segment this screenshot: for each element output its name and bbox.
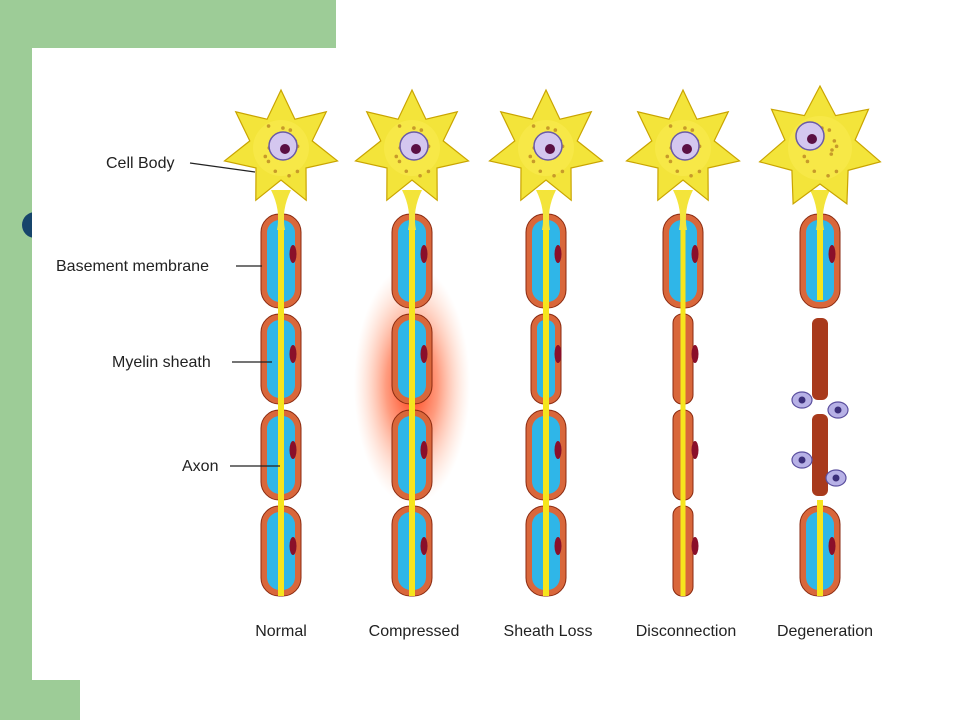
nissl-granule <box>683 126 687 130</box>
nissl-granule <box>552 173 556 178</box>
nucleolus <box>545 144 555 154</box>
label-axon: Axon <box>182 458 218 475</box>
nissl-granule <box>394 154 399 159</box>
nissl-granule <box>528 154 533 159</box>
nucleolus <box>280 144 290 154</box>
macrophage-nucleus <box>798 456 806 464</box>
schwann-nucleus <box>828 537 836 555</box>
nissl-granule <box>287 173 291 178</box>
schwann-nucleus <box>691 245 699 263</box>
caption-compressed: Compressed <box>369 623 460 640</box>
nissl-granule <box>690 128 695 132</box>
schwann-nucleus <box>828 245 836 263</box>
axon-hillock <box>673 190 693 230</box>
nissl-granule <box>697 169 702 174</box>
caption-degeneration: Degeneration <box>777 623 873 640</box>
nissl-granule <box>802 154 807 159</box>
slide-accent-top <box>0 0 336 48</box>
neuron-2 <box>354 88 470 597</box>
nissl-granule <box>812 169 817 174</box>
macrophage-nucleus <box>832 474 840 482</box>
caption-disconnection: Disconnection <box>636 623 737 640</box>
schwann-nucleus <box>691 441 699 459</box>
nissl-granule <box>397 124 402 128</box>
schwann-nucleus <box>554 345 562 363</box>
macrophage-nucleus <box>834 406 842 414</box>
neuron-5 <box>758 84 882 597</box>
nissl-granule <box>263 154 268 159</box>
schwann-nucleus <box>554 441 562 459</box>
neurons-layer <box>223 84 882 597</box>
schwann-nucleus <box>554 537 562 555</box>
nissl-granule <box>546 126 550 130</box>
schwann-nucleus <box>420 537 428 555</box>
nissl-granule <box>830 148 834 152</box>
nissl-granule <box>412 126 416 130</box>
schwann-nucleus <box>289 441 297 459</box>
slide-accent-bottom <box>0 680 80 720</box>
neuron-3 <box>488 88 604 597</box>
schwann-nucleus <box>420 345 428 363</box>
axon-hillock <box>810 190 830 230</box>
schwann-nucleus <box>691 345 699 363</box>
nissl-granule <box>397 159 402 164</box>
nissl-granule <box>531 159 536 164</box>
nissl-granule <box>531 124 536 128</box>
nissl-granule <box>827 128 832 132</box>
leader-cell-body <box>189 162 256 173</box>
nissl-granule <box>665 154 670 159</box>
nissl-granule <box>668 159 673 164</box>
nissl-granule <box>295 169 300 174</box>
nissl-granule <box>689 173 693 178</box>
label-cell-body: Cell Body <box>106 155 174 172</box>
nissl-granule <box>553 128 558 132</box>
nissl-granule <box>668 124 673 128</box>
axon-hillock <box>271 190 291 230</box>
nucleolus <box>411 144 421 154</box>
nucleolus <box>682 144 692 154</box>
schwann-nucleus <box>691 537 699 555</box>
fragmented-segment <box>812 414 828 496</box>
nissl-granule <box>426 169 431 174</box>
nissl-granule <box>826 173 830 178</box>
axon-hillock <box>536 190 556 230</box>
nucleolus <box>807 134 817 144</box>
nissl-granule <box>829 152 834 156</box>
nissl-granule <box>675 169 680 174</box>
axon-hillock <box>402 190 422 230</box>
neuron-1 <box>223 88 339 597</box>
macrophage-nucleus <box>798 396 806 404</box>
label-myelin-sheath: Myelin sheath <box>112 354 211 371</box>
neuron-4 <box>625 88 741 597</box>
fragmented-segment <box>812 318 828 400</box>
caption-sheath-loss: Sheath Loss <box>504 623 593 640</box>
schwann-nucleus <box>420 441 428 459</box>
nissl-granule <box>832 139 837 143</box>
nissl-granule <box>404 169 409 174</box>
nissl-granule <box>418 173 422 178</box>
nissl-granule <box>834 169 839 174</box>
caption-normal: Normal <box>255 623 307 640</box>
nissl-granule <box>538 169 543 174</box>
nissl-granule <box>266 124 271 128</box>
schwann-nucleus <box>420 245 428 263</box>
nissl-granule <box>805 159 810 164</box>
nissl-granule <box>419 128 424 132</box>
nissl-granule <box>273 169 278 174</box>
nissl-granule <box>266 159 271 164</box>
schwann-nucleus <box>554 245 562 263</box>
nissl-granule <box>560 169 565 174</box>
nissl-granule <box>281 126 285 130</box>
nissl-granule <box>288 128 293 132</box>
schwann-nucleus <box>289 245 297 263</box>
slide-accent-left <box>0 48 32 680</box>
schwann-nucleus <box>289 537 297 555</box>
nissl-granule <box>834 144 839 149</box>
label-basement-membrane: Basement membrane <box>56 258 209 275</box>
schwann-nucleus <box>289 345 297 363</box>
